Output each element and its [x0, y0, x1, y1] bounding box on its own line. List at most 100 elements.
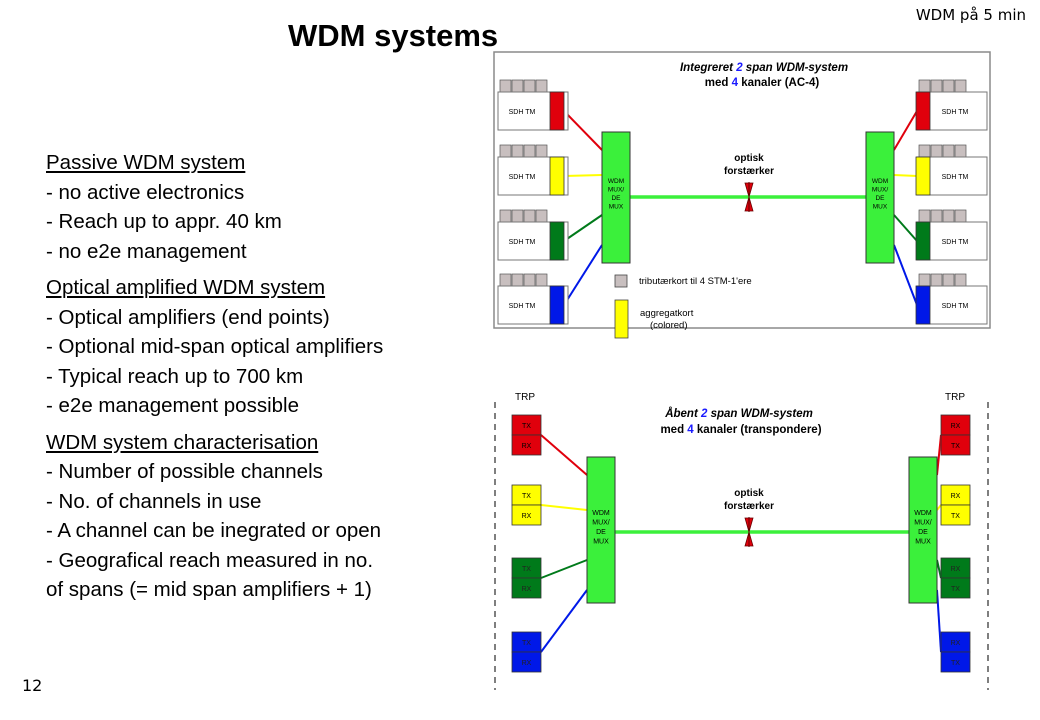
mux-left [601, 131, 631, 264]
text-column: Passive WDM system - no active electroni… [46, 148, 466, 612]
transponder-port [940, 434, 971, 456]
sdh-terminal-label: SDH TM [509, 239, 536, 246]
tributary-card [930, 144, 943, 158]
sdh-terminal-label: SDH TM [942, 109, 969, 116]
diagram-title-line1: Åbent 2 span WDM-system [664, 407, 813, 420]
sdh-terminal: SDH TM [497, 209, 569, 261]
transponder-port [511, 504, 542, 526]
channel-fiber [936, 434, 942, 476]
channel-fiber [540, 559, 588, 579]
port-label: TX [951, 443, 960, 450]
port-label: RX [522, 660, 532, 667]
legend-tributary-swatch [614, 274, 628, 288]
port-label: RX [522, 586, 532, 593]
tributary-card [535, 79, 548, 93]
tributary-card [523, 144, 536, 158]
mux-label-text: MUX [915, 539, 931, 546]
legend-tributary-label: tributærkort til 4 STM-1'ere [639, 276, 752, 287]
mux-label-text: MUX/ [872, 187, 888, 194]
transponder-port [511, 651, 542, 673]
section-amplified: Optical amplified WDM system - Optical a… [46, 273, 466, 421]
port-label: RX [951, 493, 961, 500]
channel-fiber [893, 110, 918, 151]
diagram-title-line1: Integreret 2 span WDM-system [680, 62, 848, 74]
port-label: TX [522, 640, 531, 647]
list-item: - Optional mid-span optical amplifiers [46, 335, 384, 358]
tributary-card [499, 273, 512, 287]
channel-fiber [540, 589, 588, 653]
channel-fiber [563, 174, 603, 177]
channel-fiber [540, 434, 588, 476]
channel-fiber [563, 110, 603, 151]
amplifier-label-line2: forstærker [724, 166, 774, 177]
list-item: - Reach up to appr. 40 km [46, 210, 282, 233]
channel-fiber [563, 214, 603, 242]
transponder: RX TX [940, 631, 971, 673]
diagram-open: TRP TRP Åbent 2 span WDM-system med 4 ka… [494, 392, 989, 690]
aggregate-card [915, 91, 931, 131]
aggregate-card [549, 91, 565, 131]
page-number: 12 [22, 676, 43, 695]
channel-fiber [540, 504, 588, 511]
tributary-card [523, 209, 536, 223]
mux-label-text: MUX [593, 539, 609, 546]
tributary-card [499, 209, 512, 223]
list-item: - Optical amplifiers (end points) [46, 305, 330, 329]
tributary-card [930, 79, 943, 93]
fiber-lines [540, 434, 942, 653]
channel-fiber [893, 214, 918, 242]
mux-label-text: MUX/ [592, 520, 610, 527]
port-label: RX [951, 640, 961, 647]
transponder: TX RX [511, 557, 542, 599]
tributary-card [918, 144, 931, 158]
mux-label-text: DE [596, 529, 606, 536]
trp-label-left: TRP [515, 392, 535, 403]
tributary-card [535, 209, 548, 223]
section-heading: Optical amplified WDM system [46, 276, 326, 299]
tributary-card [523, 79, 536, 93]
transponder-port [940, 651, 971, 673]
sdh-terminal: SDH TM [915, 144, 988, 196]
tributary-card [511, 209, 524, 223]
channel-fiber [936, 559, 942, 579]
mux-label-text: DE [611, 195, 621, 202]
port-label: RX [522, 443, 532, 450]
port-label: TX [522, 566, 531, 573]
channel-fiber [936, 589, 942, 653]
channel-fiber [893, 244, 918, 306]
tributary-card [523, 273, 536, 287]
tributary-card [511, 79, 524, 93]
port-label: TX [951, 660, 960, 667]
tributary-card [535, 273, 548, 287]
transponder-port [940, 577, 971, 599]
sdh-terminal-label: SDH TM [942, 239, 969, 246]
sdh-terminals-right: SDH TM SDH TM SDH TM SDH TM [915, 79, 988, 325]
tributary-card [930, 273, 943, 287]
transponder-port [511, 434, 542, 456]
section-characterisation: WDM system characterisation - Number of … [46, 428, 466, 605]
tributary-card [499, 79, 512, 93]
tributary-card [930, 209, 943, 223]
mux-label-text: DE [875, 195, 885, 202]
diagram-title-line2: med 4 kanaler (AC-4) [705, 77, 820, 89]
sdh-terminal: SDH TM [915, 273, 988, 325]
mux-label-text: WDM [872, 178, 888, 185]
tributary-card [954, 144, 967, 158]
list-item: of spans (= mid span amplifiers + 1) [46, 578, 372, 601]
aggregate-card [915, 285, 931, 325]
mux-right [865, 131, 895, 264]
port-label: TX [951, 586, 960, 593]
mux-label-text: MUX/ [608, 187, 624, 194]
amplifier-label-line2: forstærker [724, 501, 774, 512]
header-tag: WDM på 5 min [915, 6, 1026, 24]
sdh-terminal-label: SDH TM [509, 303, 536, 310]
